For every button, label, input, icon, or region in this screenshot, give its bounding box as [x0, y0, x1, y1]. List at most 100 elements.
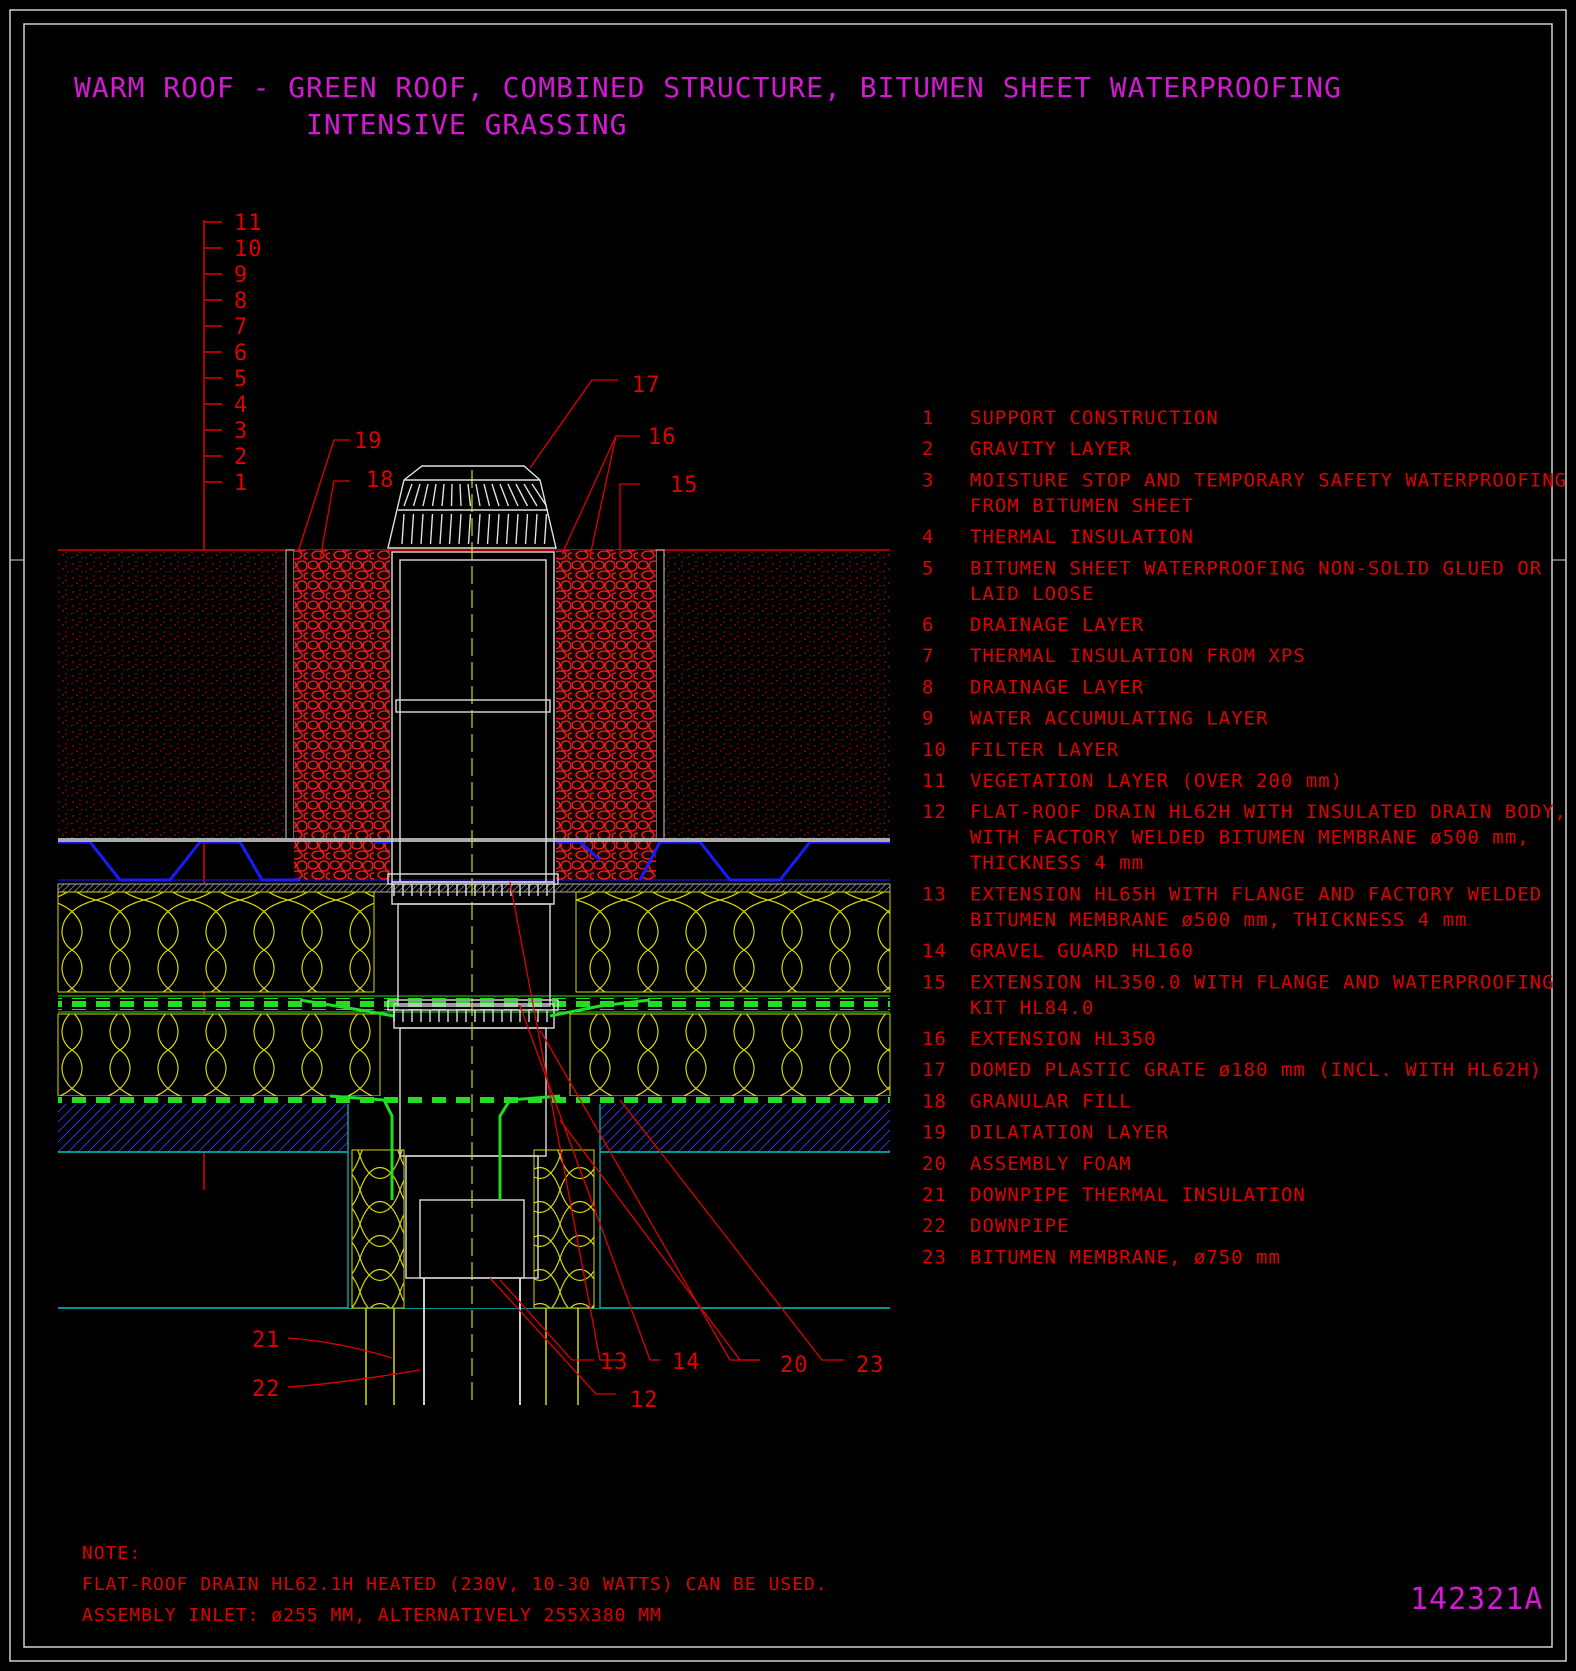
- legend-number: 13: [922, 883, 947, 905]
- scale-number-8: 8: [234, 289, 248, 314]
- gravel-guard-upper: [387, 873, 559, 896]
- legend-number: 16: [922, 1028, 947, 1050]
- legend-item-6: 6 DRAINAGE LAYER: [922, 614, 1144, 636]
- legend-text: FILTER LAYER: [970, 739, 1119, 761]
- title-line-2: INTENSIVE GRASSING: [306, 108, 627, 141]
- legend-item-16: 16 EXTENSION HL350: [922, 1028, 1157, 1050]
- scale-number-2: 2: [234, 445, 248, 470]
- legend-text: VEGETATION LAYER (OVER 200 mm): [970, 770, 1343, 792]
- legend-text: EXTENSION HL350.0 WITH FLANGE AND WATERP…: [970, 971, 1555, 993]
- legend-item-14: 14 GRAVEL GUARD HL160: [922, 940, 1194, 962]
- legend-item-18: 18 GRANULAR FILL: [922, 1090, 1132, 1112]
- legend-number: 18: [922, 1090, 947, 1112]
- legend-text: BITUMEN SHEET WATERPROOFING NON-SOLID GL…: [970, 557, 1542, 579]
- callout-20: 20: [780, 1353, 809, 1378]
- scale-number-6: 6: [234, 341, 248, 366]
- thermal-insulation-right: [569, 1013, 891, 1097]
- granular-fill-left: [294, 550, 390, 880]
- scale-number-4: 4: [234, 393, 248, 418]
- callout-23: 23: [856, 1353, 885, 1378]
- legend-number: 4: [922, 526, 934, 548]
- legend-text: BITUMEN MEMBRANE ø500 mm, THICKNESS 4 mm: [970, 909, 1468, 931]
- legend-number: 7: [922, 645, 934, 667]
- xps-insulation-left: [57, 891, 375, 993]
- legend-item-9: 9 WATER ACCUMULATING LAYER: [922, 708, 1269, 730]
- legend-text: ASSEMBLY FOAM: [970, 1153, 1132, 1175]
- bitumen-membrane: [299, 998, 651, 1200]
- legend-text: THICKNESS 4 mm: [970, 852, 1144, 874]
- legend-number: 17: [922, 1059, 947, 1081]
- legend-number: 14: [922, 940, 947, 962]
- legend-text: KIT HL84.0: [970, 997, 1094, 1019]
- downpipe-insulation-right: [533, 1149, 595, 1309]
- granular-fill-right: [556, 550, 656, 880]
- gravity-layer-left: [58, 1104, 348, 1152]
- protection-layer: [57, 883, 891, 893]
- scale-number-9: 9: [234, 263, 248, 288]
- legend-text: DILATATION LAYER: [970, 1122, 1169, 1144]
- note-line-2: ASSEMBLY INLET: ø255 MM, ALTERNATIVELY 2…: [82, 1605, 662, 1626]
- leader-lines: [287, 379, 845, 1395]
- legend-text: SUPPORT CONSTRUCTION: [970, 407, 1219, 429]
- legend-number: 12: [922, 801, 947, 823]
- legend-text: THERMAL INSULATION FROM XPS: [970, 645, 1306, 667]
- filter-layer: [58, 838, 890, 842]
- legend-text: EXTENSION HL65H WITH FLANGE AND FACTORY …: [970, 883, 1542, 905]
- legend-item-1: 1 SUPPORT CONSTRUCTION: [922, 407, 1219, 429]
- legend-text: BITUMEN MEMBRANE, ø750 mm: [970, 1246, 1281, 1268]
- legend-text: FROM BITUMEN SHEET: [970, 495, 1194, 517]
- legend-number: 1: [922, 407, 934, 429]
- legend-text: DRAINAGE LAYER: [970, 614, 1144, 636]
- scale-number-10: 10: [234, 237, 263, 262]
- legend-text: GRAVEL GUARD HL160: [970, 940, 1194, 962]
- legend-text: THERMAL INSULATION: [970, 526, 1194, 548]
- gravel-guard-lower: [387, 999, 559, 1022]
- callout-19: 19: [354, 429, 383, 454]
- legend-number: 23: [922, 1246, 947, 1268]
- moisture-stop-layer: [58, 1096, 890, 1104]
- gravity-layer-right: [600, 1104, 890, 1152]
- xps-insulation-right: [575, 891, 891, 993]
- legend-item-19: 19 DILATATION LAYER: [922, 1122, 1169, 1144]
- legend-number: 19: [922, 1122, 947, 1144]
- legend-text: WITH FACTORY WELDED BITUMEN MEMBRANE ø50…: [970, 827, 1530, 849]
- drawing-code: 142321A: [1410, 1582, 1543, 1617]
- scale-number-3: 3: [234, 419, 248, 444]
- legend-text: WATER ACCUMULATING LAYER: [970, 708, 1269, 730]
- callout-12: 12: [630, 1388, 659, 1413]
- legend-text: DOWNPIPE THERMAL INSULATION: [970, 1184, 1306, 1206]
- outer-frame: [9, 9, 1567, 1662]
- legend-item-15: 15 EXTENSION HL350.0 WITH FLANGE AND WATE…: [922, 971, 1555, 1019]
- legend-number: 9: [922, 708, 934, 730]
- legend-text: GRANULAR FILL: [970, 1090, 1132, 1112]
- legend-number: 21: [922, 1184, 947, 1206]
- legend-number: 10: [922, 739, 947, 761]
- legend-number: 8: [922, 676, 934, 698]
- callout-15: 15: [670, 473, 699, 498]
- legend-text: EXTENSION HL350: [970, 1028, 1157, 1050]
- legend-number: 6: [922, 614, 934, 636]
- legend-number: 15: [922, 971, 947, 993]
- callout-21: 21: [252, 1328, 281, 1353]
- dilatation-layer-left: [285, 549, 295, 841]
- legend-text: MOISTURE STOP AND TEMPORARY SAFETY WATER…: [970, 469, 1567, 491]
- legend-item-21: 21 DOWNPIPE THERMAL INSULATION: [922, 1184, 1306, 1206]
- scale-number-7: 7: [234, 315, 248, 340]
- legend-item-5: 5 BITUMEN SHEET WATERPROOFING NON-SOLID G…: [922, 557, 1542, 605]
- legend-number: 5: [922, 557, 934, 579]
- callout-13: 13: [600, 1350, 629, 1375]
- scale-number-1: 1: [234, 471, 248, 496]
- callout-18: 18: [366, 468, 395, 493]
- callout-22: 22: [252, 1377, 281, 1402]
- downpipe-insulation-left: [351, 1149, 405, 1309]
- legend-text: DOMED PLASTIC GRATE ø180 mm (INCL. WITH …: [970, 1059, 1542, 1081]
- legend-item-17: 17 DOMED PLASTIC GRATE ø180 mm (INCL. WIT…: [922, 1059, 1542, 1081]
- legend-text: LAID LOOSE: [970, 583, 1094, 605]
